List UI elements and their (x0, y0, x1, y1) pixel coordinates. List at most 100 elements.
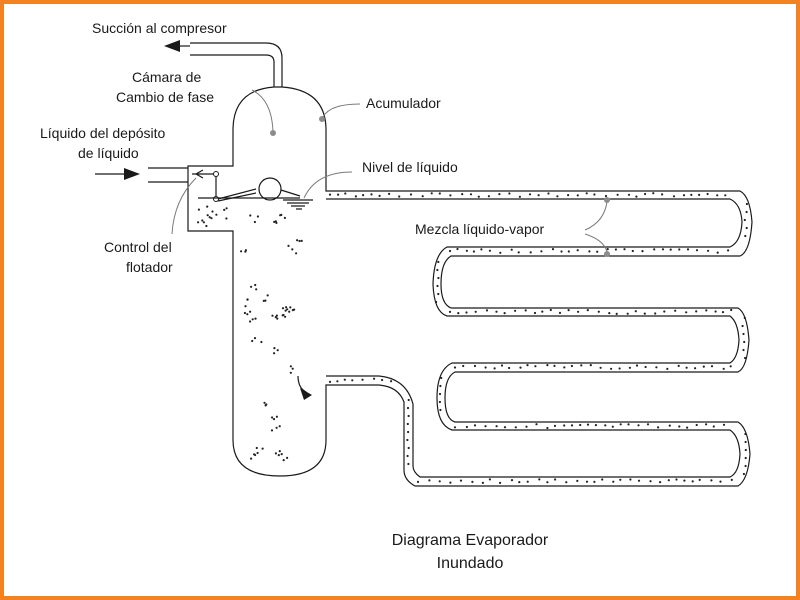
liquid-dot (677, 364, 680, 367)
liquid-dot (637, 424, 640, 427)
liquid-dot (579, 423, 582, 427)
liquid-dot (437, 276, 440, 280)
suction-arrow-icon (164, 40, 180, 52)
liquid-dot (354, 195, 357, 198)
liquid-dot (276, 349, 279, 352)
liquid-dot (586, 423, 590, 426)
liquid-dot (535, 423, 538, 426)
liquid-dot (553, 424, 557, 427)
liquid-dot (448, 310, 452, 313)
liquid-dot (265, 403, 268, 406)
liquid-dot (661, 248, 665, 251)
liquid-dot (465, 249, 468, 252)
liquid-dot (197, 208, 200, 211)
liquid-dot (448, 249, 452, 253)
liquid-dot (635, 195, 638, 198)
liquid-dot (240, 250, 243, 253)
chamber-leader-dot (270, 130, 276, 136)
liquid-dot (378, 194, 381, 197)
liquid-dot (282, 459, 285, 462)
liquid-dot (406, 422, 409, 426)
liquid-dot (250, 457, 253, 460)
liquid-dot (614, 248, 618, 251)
liquid-dot (337, 193, 340, 196)
liquid-dot (274, 452, 277, 455)
liquid-dot (488, 249, 491, 252)
liquid-dot (273, 220, 276, 223)
liquid-dot (495, 425, 498, 428)
liquid-dot (459, 479, 463, 482)
liquid-dot (644, 365, 647, 369)
liquid-dot (263, 401, 266, 404)
liquid-dot (465, 425, 468, 429)
liquid-dot (540, 250, 543, 253)
liquid-dot (287, 244, 290, 247)
liquid-dot (254, 453, 257, 457)
liquid-dot (678, 248, 681, 251)
liquid-dot (406, 454, 409, 458)
liquid-dot (499, 251, 502, 254)
liquid-dot (588, 250, 591, 253)
liquid-dot (653, 248, 656, 251)
liquid-dot (604, 424, 607, 427)
liquid-dot (381, 378, 384, 382)
liquid-dot (683, 479, 686, 482)
float-leader (171, 177, 197, 235)
liquid-dot (291, 248, 294, 251)
liquid-dot (225, 207, 228, 210)
liquid-dot (678, 425, 681, 428)
liquid-dot (508, 192, 511, 195)
liquid-dot (416, 480, 420, 483)
liquid-dot (457, 312, 460, 315)
liquid-dot (554, 478, 557, 481)
liquid-dot (705, 423, 708, 426)
liquid-dot (730, 308, 733, 312)
liquid-dot (524, 309, 527, 312)
liquid-dot (744, 440, 747, 444)
liquid-dot (599, 366, 602, 369)
liquid-dot (706, 192, 709, 196)
liquid-dot (744, 234, 747, 238)
liquid-dot (608, 312, 611, 315)
liquid-dot (576, 249, 579, 252)
liquid-dot (300, 239, 303, 242)
liquid-dot (249, 320, 252, 323)
liquid-dot (254, 283, 257, 287)
liquid-dot (722, 423, 726, 426)
liquid-dot (462, 364, 465, 368)
liquid-dot (293, 308, 296, 311)
liquid-dot (745, 210, 748, 214)
liquid-dot (596, 250, 599, 253)
liquid-dot (649, 480, 652, 483)
liquid-dot (593, 480, 596, 483)
liquid-dot (197, 221, 200, 224)
float-label-line2: flotador (126, 259, 173, 275)
liquid-dot (430, 192, 433, 195)
liquid-dot (546, 426, 549, 430)
liquid-dot (274, 220, 277, 223)
liquid-dot (336, 380, 339, 383)
liquid-dot (563, 366, 566, 369)
liquid-dot (256, 451, 259, 455)
liquid-dot (742, 472, 746, 476)
liquid-dot (597, 310, 600, 313)
liquid-dots (197, 192, 749, 484)
liquid-dot (745, 202, 749, 206)
evaporator-diagram: Succión al compresor Cámara de Cambio de… (40, 20, 753, 572)
mixture-leader-dot-bottom (604, 251, 610, 257)
suction-pipe (190, 42, 283, 87)
accumulator-label: Acumulador (366, 95, 441, 111)
liquid-dot (202, 221, 205, 224)
liquid-dot (253, 220, 256, 224)
liquid-dot (705, 309, 708, 312)
liquid-dot (439, 384, 442, 388)
liquid-dot (655, 366, 658, 369)
liquid-dot (547, 192, 550, 195)
liquid-dot (716, 194, 719, 197)
float-ball (258, 177, 282, 201)
liquid-dot (589, 364, 592, 367)
liquid-dot (698, 478, 701, 481)
liquid-dot (390, 380, 393, 383)
liquid-dot (254, 317, 257, 320)
liquid-dot (398, 195, 401, 198)
